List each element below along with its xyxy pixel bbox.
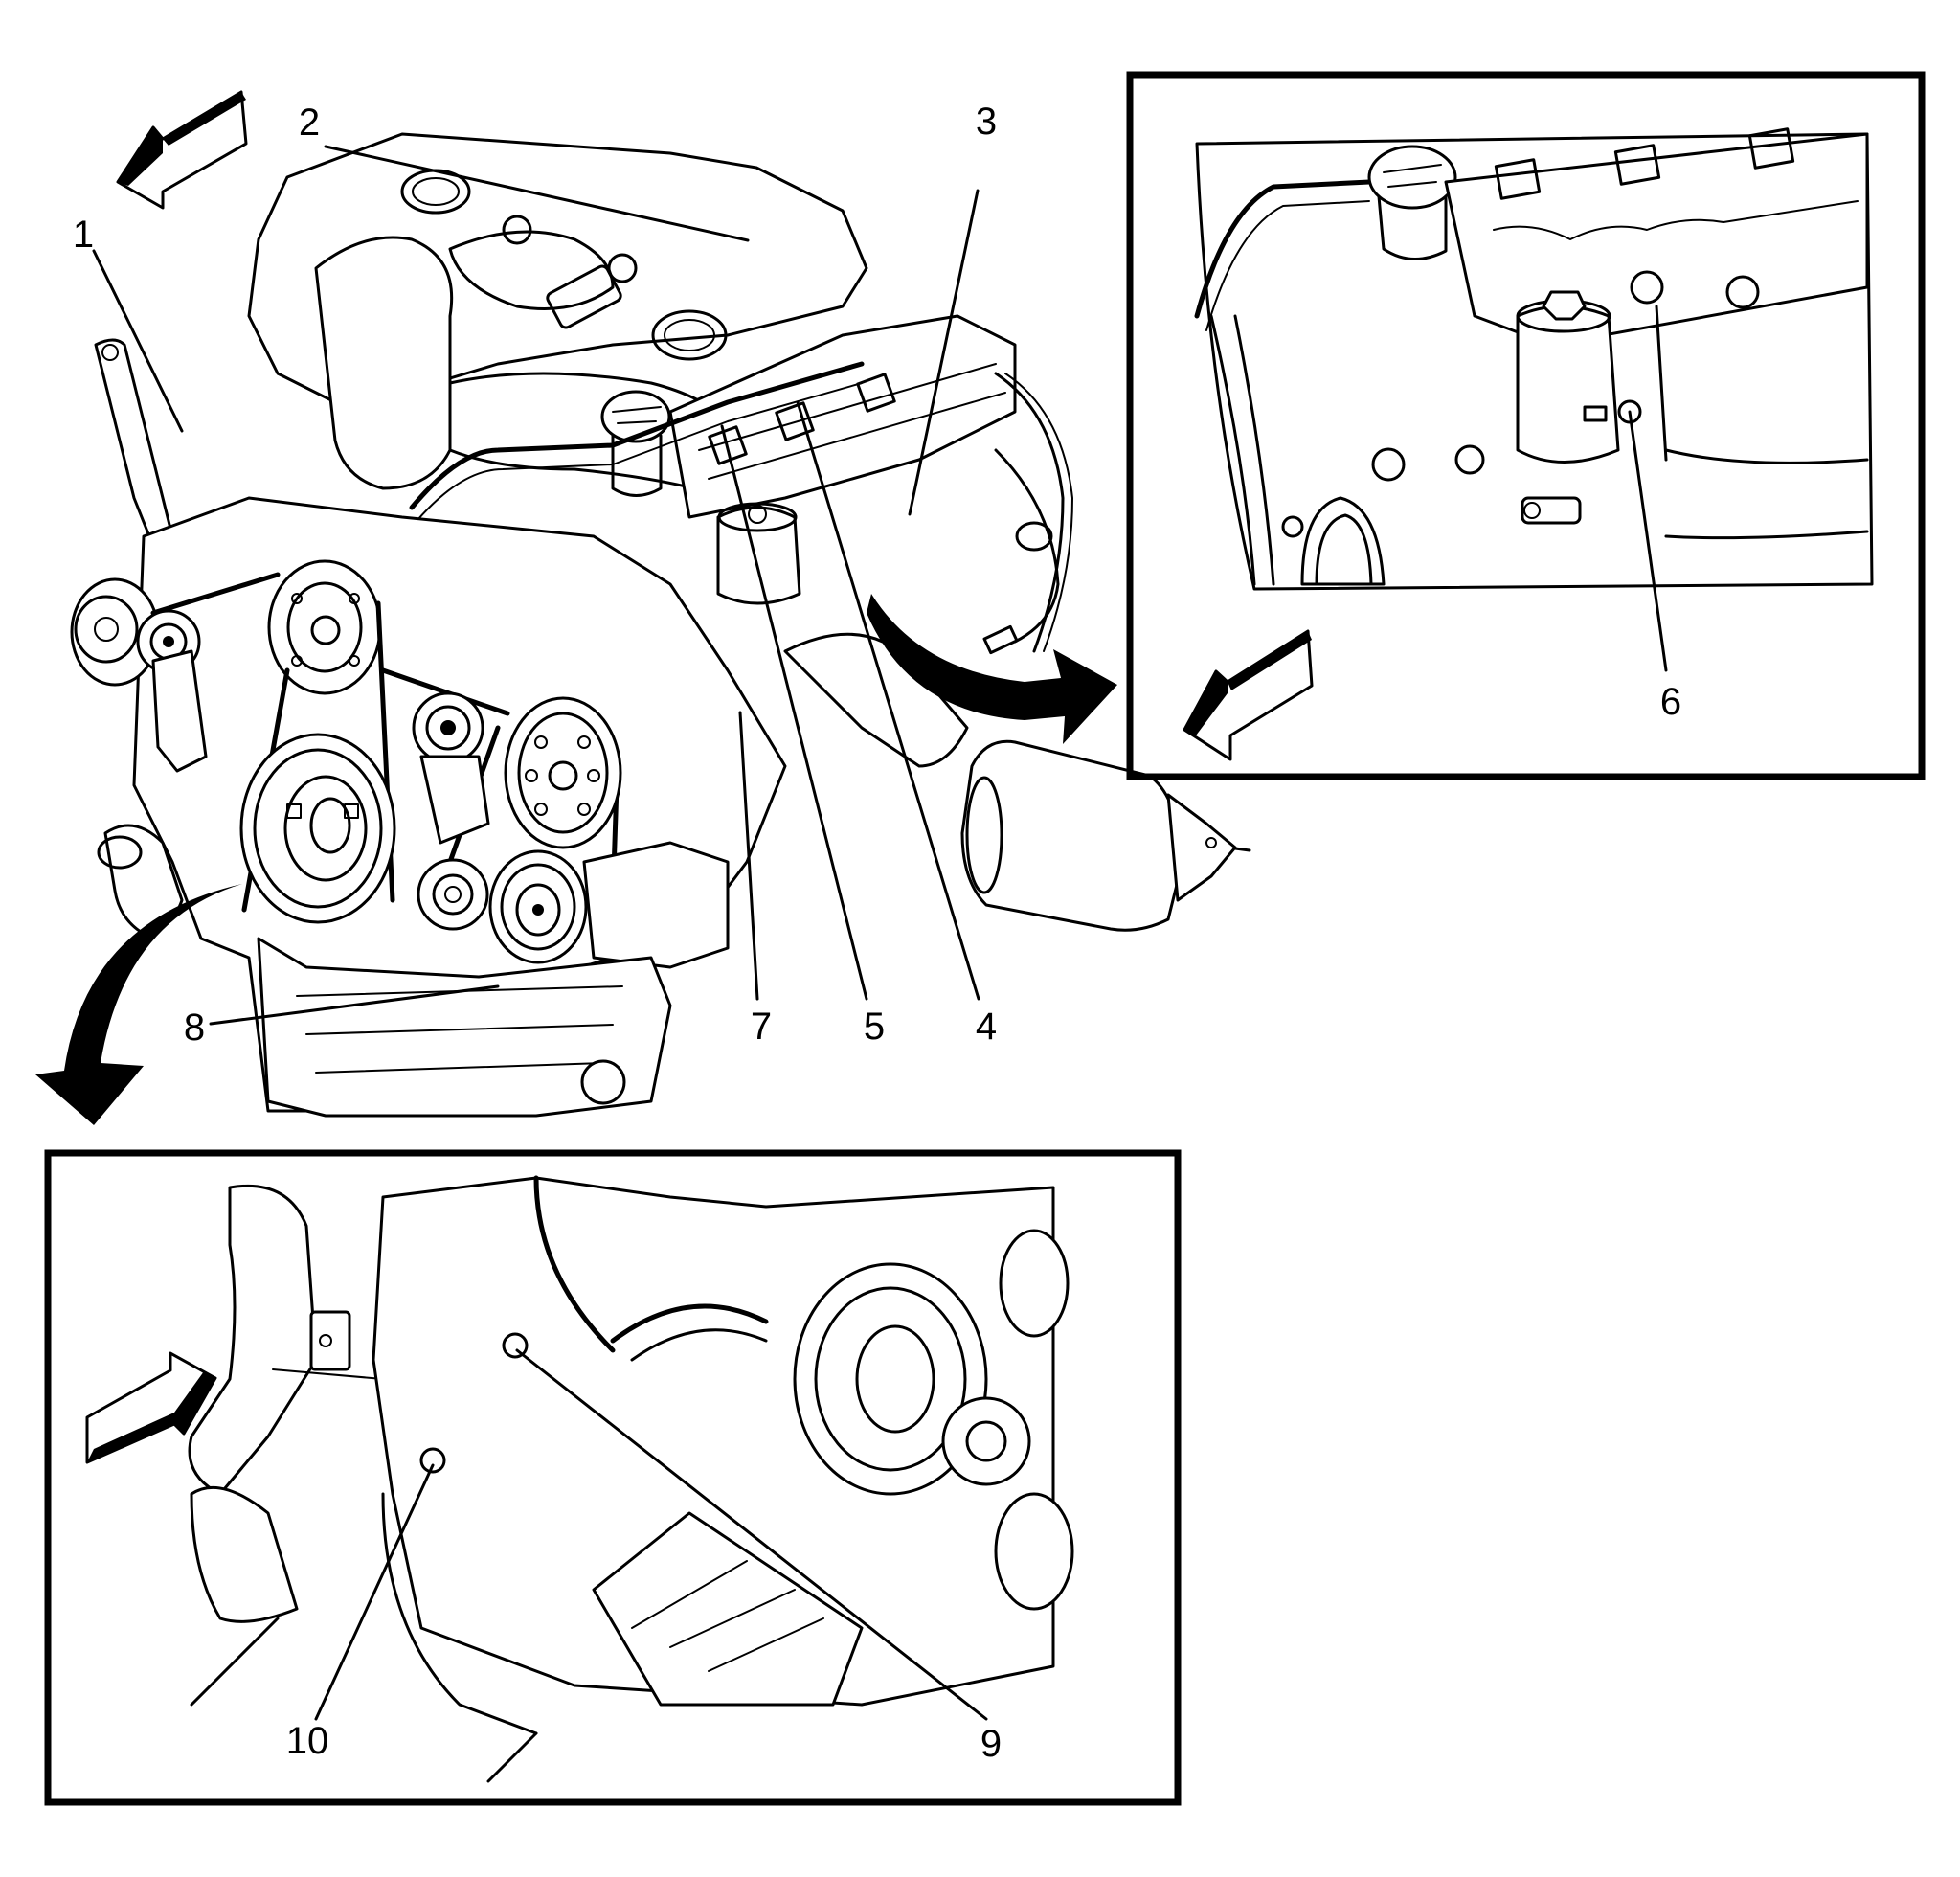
callout-3: 3 [975,101,998,143]
intake-port-2 [651,309,728,361]
inset-top-right [1126,71,1926,780]
leader-10 [314,1463,435,1721]
inset-bottom-left-art [188,1175,1074,1783]
inset-bottom-left [44,1149,1182,1806]
engine-lift-bracket [94,338,174,548]
callout-9: 9 [980,1723,1003,1765]
inset-top-right-art [1194,127,1874,591]
callout-7: 7 [750,1006,773,1048]
inset-oil-pan [592,1511,864,1707]
inset-drain-plug [419,1447,446,1474]
leader-3 [908,189,980,516]
inset-bottom-direction-arrow-icon [85,1351,217,1464]
callout-10: 10 [285,1720,329,1762]
callout-2: 2 [298,102,321,144]
water-pump-pulley [504,696,622,849]
catalytic-converter [960,739,1184,932]
leader-lines-main [92,145,980,1026]
callout-1: 1 [72,214,95,256]
callout-5: 5 [863,1006,886,1048]
coolant-crossover [409,361,865,510]
leader-9 [515,1348,988,1721]
leader-5 [720,424,868,1001]
callout-6: 6 [1659,681,1682,723]
inset-oil-sensor [502,1332,529,1359]
callout-8: 8 [183,1006,206,1049]
main-engine-view [70,132,1251,1118]
leader-6 [1628,410,1668,672]
idler-pulley-lower [417,858,489,931]
leader-4 [796,400,980,1001]
exhaust-downpipe [783,632,969,768]
leader-2 [324,145,750,242]
callout-4: 4 [975,1006,998,1048]
inset-top-right-frame [1126,71,1926,780]
leader-1 [92,249,184,433]
leader-8 [209,984,500,1026]
curved-arrow-to-bottom-inset-icon [35,884,242,1125]
intake-duct [314,236,454,490]
inset-top-direction-arrow-icon [1183,629,1314,761]
crankshaft-balancer [239,733,396,924]
oil-fill-cap [600,390,671,443]
inset-oil-filter [1516,305,1620,464]
leader-7 [738,711,759,1001]
curved-arrow-to-top-inset-icon [867,594,1117,744]
inset-bottom-left-frame [44,1149,1182,1806]
front-direction-arrow-icon [116,90,248,210]
inset-oil-fill-cap [1367,145,1457,210]
